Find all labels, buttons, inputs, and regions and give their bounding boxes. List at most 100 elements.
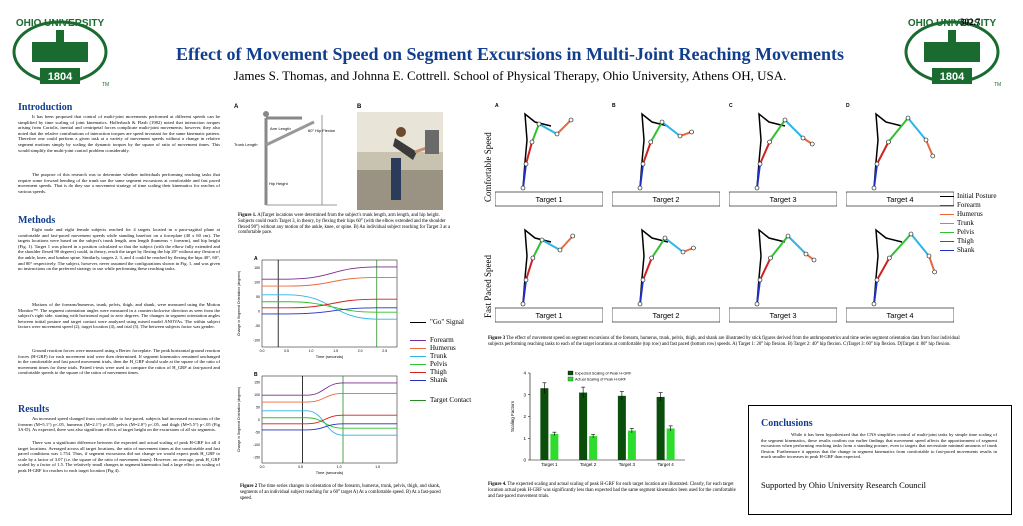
figure3-panel: Target 3 bbox=[729, 228, 837, 323]
figure3-target-box bbox=[729, 307, 837, 323]
figure3-target-box bbox=[612, 307, 720, 323]
figure2-ytick: 100 bbox=[254, 280, 260, 284]
figure2-series-pelvis bbox=[262, 301, 397, 313]
figure4-caption-label: Figure 4. bbox=[488, 482, 507, 487]
figure3-joint bbox=[554, 131, 560, 137]
figure3-target-box bbox=[846, 191, 954, 207]
figure3-legend-item: Pelvis bbox=[940, 228, 974, 236]
figure3-segment bbox=[768, 119, 786, 143]
figure2-xtick: 2.5 bbox=[382, 349, 387, 353]
figure3-panel-label: C bbox=[729, 103, 733, 109]
results-p1: An increased speed changed from comforta… bbox=[18, 416, 220, 433]
figure3-segment bbox=[642, 141, 652, 165]
figure2-xtick: 0.5 bbox=[284, 349, 289, 353]
results-heading: Results bbox=[18, 404, 50, 415]
figure4-bar bbox=[579, 392, 588, 460]
figure2-xtick: 1.5 bbox=[375, 465, 380, 469]
logo-tm: TM bbox=[102, 82, 109, 88]
figure2-axes bbox=[261, 259, 398, 348]
figure3-joint bbox=[637, 301, 643, 307]
figure3-joint bbox=[568, 117, 574, 123]
figure2-series-shank bbox=[262, 307, 397, 315]
figure4-bar bbox=[589, 436, 598, 460]
figure2-ytick: -100 bbox=[253, 443, 260, 447]
methods-p1: Eight male and eight female subjects rea… bbox=[18, 227, 220, 272]
figure3-target-label: Target 3 bbox=[769, 195, 796, 204]
figure2-xtick: 1.0 bbox=[337, 465, 342, 469]
figure3-joint bbox=[800, 135, 806, 141]
figure3-segment bbox=[531, 123, 540, 143]
figure3-initial-posture bbox=[873, 112, 903, 189]
figure3-segment bbox=[522, 163, 527, 189]
figure3-joint bbox=[923, 137, 929, 143]
figure2-ylabel: Change in Segment Orientation (degrees) bbox=[237, 387, 241, 452]
figure2-xtick: 2.0 bbox=[358, 349, 363, 353]
figure3-segment bbox=[784, 119, 804, 139]
figure4-category-label: Target 4 bbox=[657, 462, 674, 467]
figure3-legend-item: Humerus bbox=[940, 210, 983, 218]
figure3-segment bbox=[787, 235, 807, 255]
intro-p2: The purpose of this research was to dete… bbox=[18, 172, 220, 194]
figure4-bar bbox=[540, 388, 549, 460]
figure2-ytick: 50 bbox=[256, 295, 260, 299]
figure3-segment bbox=[876, 257, 891, 281]
figure3-joint bbox=[757, 277, 763, 283]
figure4-ylabel: Scaling Factors bbox=[510, 400, 515, 432]
figure3-joint bbox=[523, 161, 529, 167]
figure2-ytick: 150 bbox=[254, 381, 260, 385]
figure1-label-b: B bbox=[357, 104, 362, 110]
figure2-ytick: -150 bbox=[253, 455, 260, 459]
logo-name: OHIO UNIVERSITY bbox=[16, 18, 105, 29]
figure3-target-label: Target 4 bbox=[886, 195, 913, 204]
figure3-caption: Figure 3 The effect of movement speed on… bbox=[488, 336, 968, 348]
figure2-panel-label: B bbox=[254, 372, 258, 378]
figure3-legend-item: Thigh bbox=[940, 237, 974, 245]
figure4-legend-label: Actual Scaling of Peak H-GRF bbox=[575, 378, 627, 382]
figure1-diagram: A Arm Length Trunk Length Hip Height 60°… bbox=[234, 104, 337, 206]
figure4-legend-label: Expected Scaling of Peak H-GRF bbox=[575, 372, 632, 376]
methods-p3: Ground reaction forces were measured usi… bbox=[18, 348, 220, 376]
figure3-initial-posture bbox=[639, 112, 669, 189]
figure3-joint bbox=[637, 185, 643, 191]
figure2-series-forearm bbox=[262, 382, 397, 396]
figure3-caption-text: The effect of movement speed on segment … bbox=[488, 336, 960, 347]
figure2-ytick: 150 bbox=[254, 266, 260, 270]
figure4-caption: Figure 4. The expected scaling and actua… bbox=[488, 482, 738, 499]
results-p2: There was a significant difference betwe… bbox=[18, 440, 220, 473]
figure3-segment bbox=[525, 257, 534, 281]
figure3-target-label: Target 1 bbox=[535, 311, 562, 320]
figure3-segment bbox=[759, 141, 771, 165]
figure4-bar bbox=[656, 396, 665, 460]
figure3-joint bbox=[926, 253, 932, 259]
figure3-joint bbox=[886, 255, 892, 261]
figure2-series-pelvis bbox=[262, 417, 397, 429]
figure3-joint bbox=[932, 269, 937, 275]
figure3-target-label: Target 1 bbox=[535, 195, 562, 204]
conclusions-support: Supported by Ohio University Research Co… bbox=[761, 480, 927, 490]
figure3-target-box bbox=[495, 191, 603, 207]
ohio-university-logo-right: 1804 OHIO UNIVERSITY TM bbox=[904, 18, 1001, 88]
figure1-caption: Figure 1. A)Target locations were determ… bbox=[238, 213, 453, 236]
intro-heading: Introduction bbox=[18, 102, 73, 113]
figure3-target-box bbox=[495, 307, 603, 323]
figure2-xtick: 1.0 bbox=[309, 349, 314, 353]
figure3-joint bbox=[520, 185, 526, 191]
figure3-joint bbox=[768, 255, 773, 261]
figure4-ytick-label: 0 bbox=[523, 458, 526, 463]
figure3-joint bbox=[871, 301, 877, 307]
figure3-segment bbox=[532, 239, 543, 259]
figure4-ytick-label: 4 bbox=[523, 371, 526, 376]
conclusions-heading: Conclusions bbox=[761, 418, 813, 429]
figure3-segment bbox=[664, 237, 684, 253]
figure3-joint bbox=[803, 251, 809, 257]
figure2-caption-label: Figure 2 bbox=[240, 484, 258, 489]
figure3-segment bbox=[907, 117, 927, 141]
figure4-caption-text: The expected scaling and actual scaling … bbox=[488, 482, 736, 499]
